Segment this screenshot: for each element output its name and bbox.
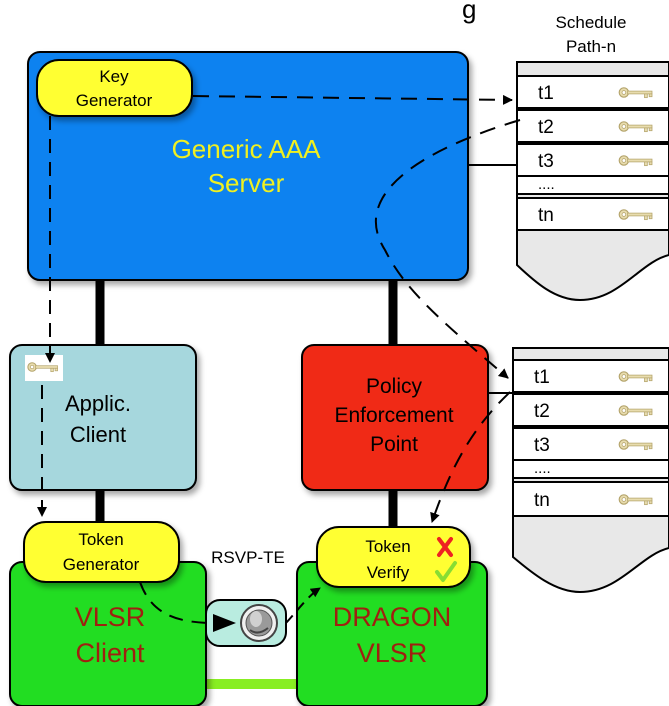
table-bottom-row-4: .... <box>534 460 551 477</box>
aaa-server-label-line1: Generic AAA <box>172 134 322 164</box>
table-bottom-row-2: t2 <box>534 401 550 422</box>
applic-client-label-line2: Client <box>70 422 126 447</box>
pep-label-line1: Policy <box>366 375 423 398</box>
table-top-row-4: .... <box>538 176 555 193</box>
token-arrowhead <box>213 614 236 632</box>
arrow-keygen-to-table <box>192 94 513 105</box>
key-generator-label-line1: Key <box>99 67 129 86</box>
table-top-row-3: t3 <box>538 151 554 172</box>
arrow-pep-table-to-verify <box>430 391 511 523</box>
token-generator-box[interactable] <box>23 521 180 583</box>
rsvp-te-label: RSVP-TE <box>211 548 285 567</box>
schedule-title-line1: Schedule <box>556 13 627 32</box>
aaa-server-label-line2: Server <box>208 168 285 198</box>
key-generator-box[interactable] <box>36 59 193 117</box>
pep-label-line3: Point <box>370 433 418 456</box>
table-top-row-5: tn <box>538 205 554 226</box>
dragon-vlsr-label-line1: DRAGON <box>333 602 452 632</box>
applic-client-box[interactable] <box>9 344 197 491</box>
token-verify-label-line2: Verify <box>367 563 410 582</box>
arrow-table-to-pep-table <box>374 119 521 379</box>
table-top-row-2: t2 <box>538 117 554 138</box>
vlsr-client-label-line2: Client <box>75 638 145 668</box>
header-fragment: g <box>462 0 476 24</box>
schedule-title-line2: Path-n <box>566 37 616 56</box>
key-generator-label-line2: Generator <box>76 91 153 110</box>
token-coin-icon <box>240 604 278 642</box>
check-icon <box>435 561 457 582</box>
applic-client-label-line1: Applic. <box>65 391 131 416</box>
schedule-table-top: t1 t2 t3 .... tn <box>516 61 669 302</box>
arrow-capsule-to-verify <box>285 587 321 624</box>
pep-label-line2: Enforcement <box>334 404 453 427</box>
token-generator-label-line1: Token <box>78 530 123 549</box>
token-verify-box[interactable] <box>316 526 471 588</box>
pep-box[interactable] <box>301 344 489 491</box>
dragon-vlsr-label-line2: VLSR <box>357 638 428 668</box>
table-bottom-row-3: t3 <box>534 435 550 456</box>
token-generator-label-line2: Generator <box>63 555 140 574</box>
schedule-table-bottom: t1 t2 t3 .... tn <box>512 347 669 594</box>
table-bottom-row-1: t1 <box>534 367 550 388</box>
vlsr-client-label-line1: VLSR <box>75 602 146 632</box>
table-bottom-row-5: tn <box>534 490 550 511</box>
table-top-row-1: t1 <box>538 83 554 104</box>
token-verify-label-line1: Token <box>365 537 410 556</box>
cross-icon <box>437 537 453 557</box>
vlsr-client-box[interactable] <box>9 561 207 706</box>
arrow-tokengen-to-capsule <box>139 581 211 624</box>
